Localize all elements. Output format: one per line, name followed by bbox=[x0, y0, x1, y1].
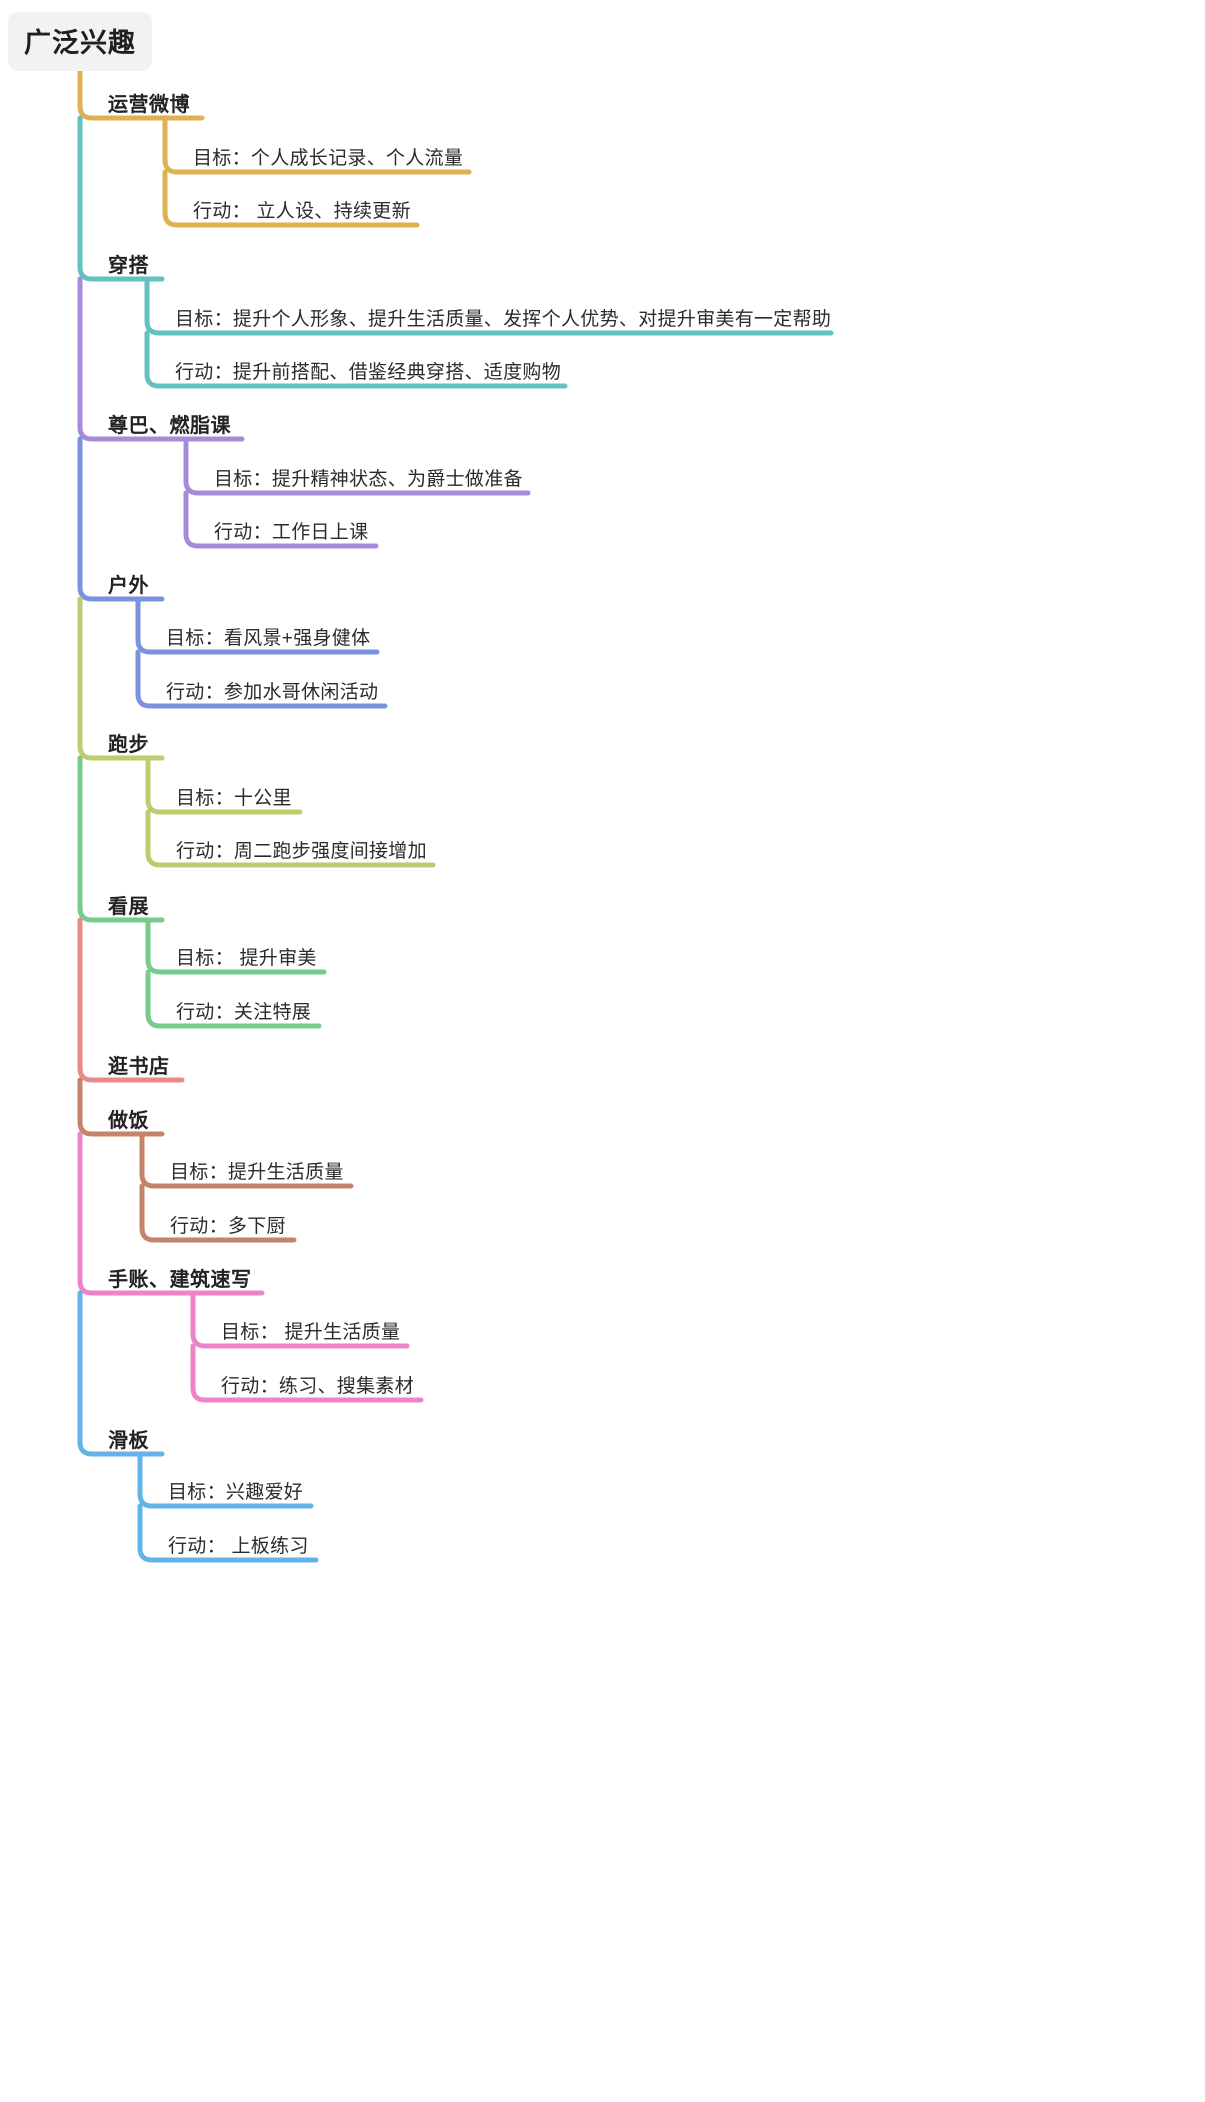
leaf-node[interactable]: 目标：提升个人形象、提升生活质量、发挥个人优势、对提升审美有一定帮助 bbox=[175, 309, 832, 330]
branch-node[interactable]: 跑步 bbox=[108, 734, 149, 756]
branch-node[interactable]: 看展 bbox=[108, 896, 149, 918]
root-node[interactable]: 广泛兴趣 bbox=[8, 12, 152, 71]
leaf-node[interactable]: 目标：看风景+强身健体 bbox=[166, 628, 371, 649]
leaf-node[interactable]: 行动：参加水哥休闲活动 bbox=[166, 682, 379, 703]
leaf-node[interactable]: 行动：练习、搜集素材 bbox=[221, 1376, 415, 1397]
leaf-node[interactable]: 目标： 提升生活质量 bbox=[221, 1322, 401, 1343]
branch-node[interactable]: 滑板 bbox=[108, 1430, 149, 1452]
branch-node[interactable]: 运营微博 bbox=[108, 94, 190, 116]
leaf-node[interactable]: 目标：十公里 bbox=[176, 788, 292, 809]
leaf-node[interactable]: 行动：多下厨 bbox=[170, 1216, 286, 1237]
leaf-node[interactable]: 目标：提升精神状态、为爵士做准备 bbox=[214, 469, 523, 490]
leaf-node[interactable]: 行动：周二跑步强度间接增加 bbox=[176, 841, 427, 862]
leaf-node[interactable]: 目标：提升生活质量 bbox=[170, 1162, 344, 1183]
leaf-node[interactable]: 目标： 提升审美 bbox=[176, 948, 317, 969]
leaf-node[interactable]: 行动：关注特展 bbox=[176, 1002, 312, 1023]
branch-node[interactable]: 逛书店 bbox=[108, 1056, 170, 1078]
leaf-node[interactable]: 目标：兴趣爱好 bbox=[168, 1482, 304, 1503]
branch-node[interactable]: 户外 bbox=[108, 575, 149, 597]
branch-node[interactable]: 做饭 bbox=[108, 1110, 149, 1132]
leaf-node[interactable]: 行动：工作日上课 bbox=[214, 522, 369, 543]
branch-node[interactable]: 手账、建筑速写 bbox=[108, 1269, 252, 1291]
leaf-node[interactable]: 行动： 立人设、持续更新 bbox=[193, 201, 411, 222]
branch-node[interactable]: 穿搭 bbox=[108, 255, 149, 277]
leaf-node[interactable]: 行动： 上板练习 bbox=[168, 1536, 309, 1557]
leaf-node[interactable]: 目标：个人成长记录、个人流量 bbox=[193, 148, 464, 169]
leaf-node[interactable]: 行动：提升前搭配、借鉴经典穿搭、适度购物 bbox=[175, 362, 562, 383]
branch-node[interactable]: 尊巴、燃脂课 bbox=[108, 415, 231, 437]
